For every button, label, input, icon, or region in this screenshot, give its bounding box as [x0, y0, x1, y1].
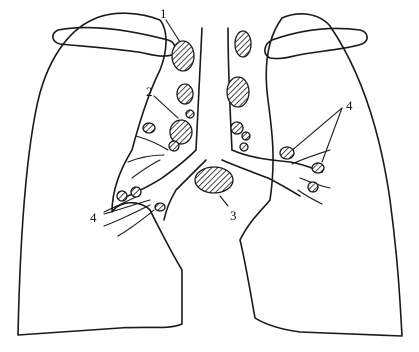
lymph-node	[117, 191, 127, 201]
left-upper-branch-3	[132, 160, 160, 178]
lymph-node	[155, 203, 165, 211]
left-lower-branch-1	[104, 200, 150, 214]
lymph-node	[169, 141, 179, 151]
lymph-node	[227, 77, 249, 107]
lymph-node	[240, 143, 248, 151]
lymph-node	[231, 122, 243, 134]
leader-line-1	[166, 20, 180, 42]
leader-line-2	[154, 96, 178, 118]
label-4-right: 4	[346, 98, 353, 113]
leader-line-3	[220, 196, 228, 206]
left-lower-branch-3	[118, 210, 154, 236]
right-main-bronchus-lower	[222, 160, 300, 196]
label-1: 1	[160, 6, 167, 21]
right-branch-3	[298, 190, 322, 204]
left-upper-branch-1	[136, 136, 168, 150]
lymph-node	[143, 123, 155, 133]
right-lung-outline	[240, 14, 402, 336]
lymph-node	[186, 110, 194, 118]
trachea-left-wall	[196, 28, 202, 150]
left-clavicle	[53, 28, 175, 56]
lymph-node	[131, 187, 141, 197]
lymph-node	[177, 84, 193, 104]
lymph-node	[280, 147, 294, 159]
lymph-node	[308, 182, 318, 192]
label-3: 3	[230, 208, 237, 223]
lymph-node	[242, 132, 250, 140]
lymph-node	[312, 163, 324, 173]
label-2: 2	[146, 84, 153, 99]
label-4-left: 4	[90, 210, 97, 225]
lymph-node	[235, 31, 251, 57]
left-lung-outline	[18, 13, 182, 335]
lymph-node	[172, 41, 194, 71]
left-main-bronchus-lower	[164, 160, 206, 220]
right-clavicle	[265, 28, 367, 58]
subcarinal-node	[195, 167, 233, 193]
